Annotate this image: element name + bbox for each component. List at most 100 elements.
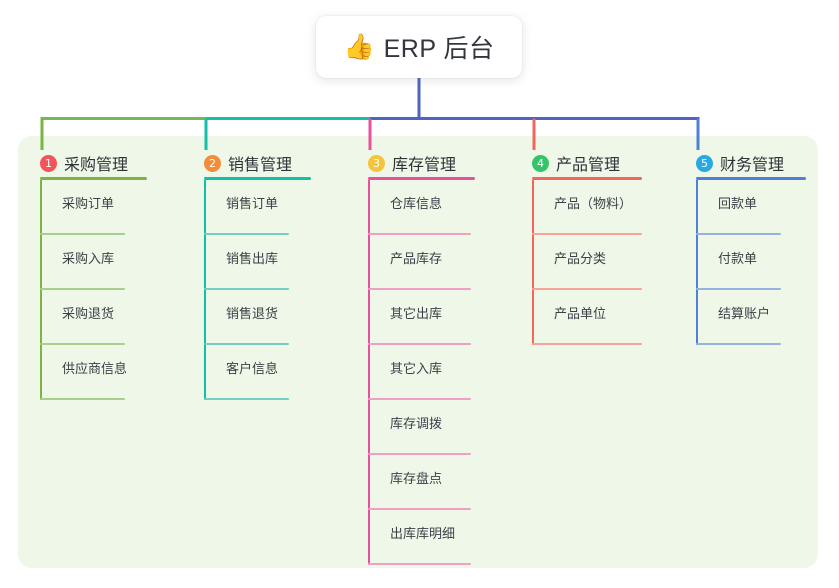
leaf-rule <box>368 508 471 510</box>
leaf-rule <box>532 288 642 290</box>
leaf-label: 销售出库 <box>226 251 279 266</box>
leaf-rule <box>204 343 289 345</box>
branch-number-badge: 3 <box>368 154 385 172</box>
branch-title: 销售管理 <box>228 157 293 174</box>
branch-column-4: 4 产品管理产品（物料） 产品分类产品单位 <box>532 146 642 345</box>
leaf-item[interactable]: 采购订单 <box>40 180 128 235</box>
leaf-list-3: 仓库信息产品库存其它出库其它入库库存调拨库存盘点出库库明细 <box>368 180 471 565</box>
leaf-label: 库存调拨 <box>390 416 443 431</box>
leaf-spine <box>696 180 698 345</box>
leaf-rule <box>368 233 471 235</box>
root-node[interactable]: 👍 ERP 后台 <box>316 16 522 78</box>
leaf-label: 采购退货 <box>62 306 115 321</box>
leaf-item[interactable]: 产品单位 <box>532 290 642 345</box>
leaf-rule <box>204 233 289 235</box>
leaf-item[interactable]: 采购退货 <box>40 290 128 345</box>
leaf-item[interactable]: 产品分类 <box>532 235 642 290</box>
leaf-label: 结算账户 <box>718 306 771 321</box>
leaf-rule <box>40 288 125 290</box>
branch-header-1[interactable]: 1 采购管理 <box>40 146 147 180</box>
leaf-rule <box>368 453 471 455</box>
root-title: ERP 后台 <box>383 35 495 63</box>
leaf-label: 产品分类 <box>554 251 607 266</box>
leaf-label: 仓库信息 <box>390 196 443 211</box>
leaf-label: 销售订单 <box>226 196 279 211</box>
branch-title: 产品管理 <box>556 157 621 174</box>
leaf-item[interactable]: 产品库存 <box>368 235 471 290</box>
leaf-item[interactable]: 库存盘点 <box>368 455 471 510</box>
leaf-item[interactable]: 客户信息 <box>204 345 292 400</box>
leaf-label: 销售退货 <box>226 306 279 321</box>
leaf-rule <box>40 343 125 345</box>
branch-header-rule <box>696 177 806 180</box>
leaf-item[interactable]: 其它入库 <box>368 345 471 400</box>
branch-column-3: 3 库存管理仓库信息产品库存其它出库其它入库库存调拨库存盘点出库库明细 <box>368 146 475 565</box>
leaf-spine <box>40 180 42 400</box>
leaf-rule <box>696 233 781 235</box>
leaf-item[interactable]: 出库库明细 <box>368 510 471 565</box>
leaf-item[interactable]: 付款单 <box>696 235 784 290</box>
leaf-list-4: 产品（物料） 产品分类产品单位 <box>532 180 642 345</box>
leaf-item[interactable]: 销售退货 <box>204 290 292 345</box>
thumbs-up-emoji: 👍 <box>343 32 375 61</box>
branch-header-rule <box>40 177 147 180</box>
leaf-rule <box>368 563 471 565</box>
leaf-rule <box>40 233 125 235</box>
leaf-spine <box>532 180 534 345</box>
leaf-label: 付款单 <box>718 251 758 266</box>
leaf-item[interactable]: 其它出库 <box>368 290 471 345</box>
leaf-spine <box>368 180 370 565</box>
branch-title: 库存管理 <box>392 157 457 174</box>
leaf-rule <box>368 343 471 345</box>
leaf-label: 供应商信息 <box>62 361 128 376</box>
leaf-label: 回款单 <box>718 196 758 211</box>
leaf-list-2: 销售订单销售出库销售退货客户信息 <box>204 180 292 400</box>
branch-column-1: 1 采购管理采购订单采购入库采购退货供应商信息 <box>40 146 147 400</box>
leaf-label: 产品（物料） <box>554 196 633 211</box>
branch-title: 财务管理 <box>720 157 785 174</box>
leaf-spine <box>204 180 206 400</box>
branch-column-5: 5 财务管理回款单付款单结算账户 <box>696 146 806 345</box>
leaf-item[interactable]: 回款单 <box>696 180 784 235</box>
branch-number-badge: 4 <box>532 154 549 172</box>
leaf-item[interactable]: 销售出库 <box>204 235 292 290</box>
leaf-item[interactable]: 销售订单 <box>204 180 292 235</box>
branch-header-rule <box>532 177 642 180</box>
leaf-item[interactable]: 产品（物料） <box>532 180 642 235</box>
leaf-list-1: 采购订单采购入库采购退货供应商信息 <box>40 180 128 400</box>
leaf-rule <box>532 343 642 345</box>
leaf-label: 产品单位 <box>554 306 607 321</box>
leaf-label: 其它入库 <box>390 361 443 376</box>
branches-panel <box>18 136 818 568</box>
leaf-list-5: 回款单付款单结算账户 <box>696 180 784 345</box>
branch-header-4[interactable]: 4 产品管理 <box>532 146 642 180</box>
leaf-label: 出库库明细 <box>390 526 456 541</box>
branch-header-2[interactable]: 2 销售管理 <box>204 146 311 180</box>
branch-number-badge: 5 <box>696 154 713 172</box>
branch-number-badge: 1 <box>40 154 57 172</box>
leaf-label: 客户信息 <box>226 361 279 376</box>
leaf-rule <box>696 343 781 345</box>
leaf-item[interactable]: 结算账户 <box>696 290 784 345</box>
branch-header-5[interactable]: 5 财务管理 <box>696 146 806 180</box>
branch-title: 采购管理 <box>64 157 129 174</box>
leaf-rule <box>368 398 471 400</box>
leaf-label: 采购订单 <box>62 196 115 211</box>
leaf-item[interactable]: 供应商信息 <box>40 345 128 400</box>
branch-number-badge: 2 <box>204 154 221 172</box>
branch-header-rule <box>204 177 311 180</box>
leaf-item[interactable]: 采购入库 <box>40 235 128 290</box>
leaf-item[interactable]: 仓库信息 <box>368 180 471 235</box>
leaf-label: 库存盘点 <box>390 471 443 486</box>
leaf-rule <box>204 288 289 290</box>
leaf-rule <box>204 398 289 400</box>
leaf-label: 采购入库 <box>62 251 115 266</box>
branch-column-2: 2 销售管理销售订单销售出库销售退货客户信息 <box>204 146 311 400</box>
leaf-rule <box>40 398 125 400</box>
branch-header-rule <box>368 177 475 180</box>
branch-header-3[interactable]: 3 库存管理 <box>368 146 475 180</box>
leaf-item[interactable]: 库存调拨 <box>368 400 471 455</box>
leaf-rule <box>368 288 471 290</box>
